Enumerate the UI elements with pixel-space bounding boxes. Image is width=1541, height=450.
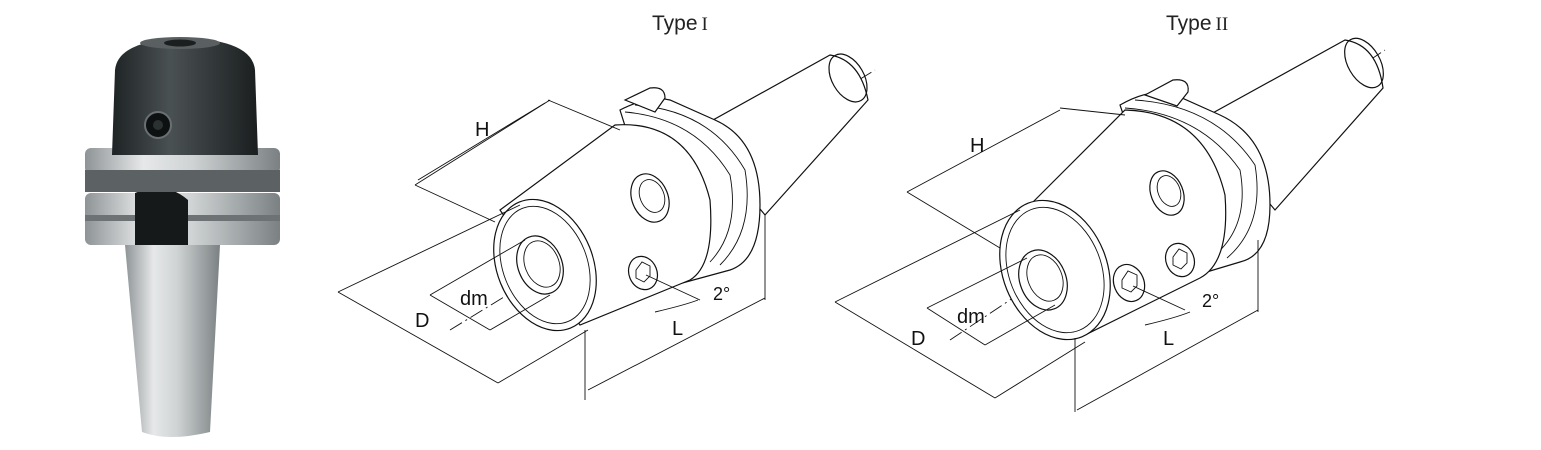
- type-2-label-H: H: [970, 135, 984, 157]
- type-1-label-angle: 2°: [713, 284, 730, 304]
- type-1-roman: I: [701, 14, 708, 35]
- tool-holder-photo: [85, 37, 280, 437]
- type-2-label-angle: 2°: [1202, 291, 1219, 311]
- type-2-title-text: Type: [1166, 12, 1212, 35]
- type-1-drawing: H D dm L 2°: [337, 53, 876, 400]
- type-1-label-H: H: [475, 119, 489, 141]
- type-1-label-dm: dm: [460, 288, 488, 310]
- type-1-title-text: Type: [652, 12, 698, 35]
- type-2-label-dm: dm: [957, 306, 985, 328]
- type-2-label-D: D: [911, 328, 925, 350]
- type-2-drawing: H D dm L 2°: [834, 37, 1386, 412]
- type-1-label-L: L: [672, 318, 683, 340]
- type-1-label-D: D: [415, 310, 429, 332]
- type-2-roman: II: [1215, 14, 1229, 35]
- type-2-label-L: L: [1163, 328, 1174, 350]
